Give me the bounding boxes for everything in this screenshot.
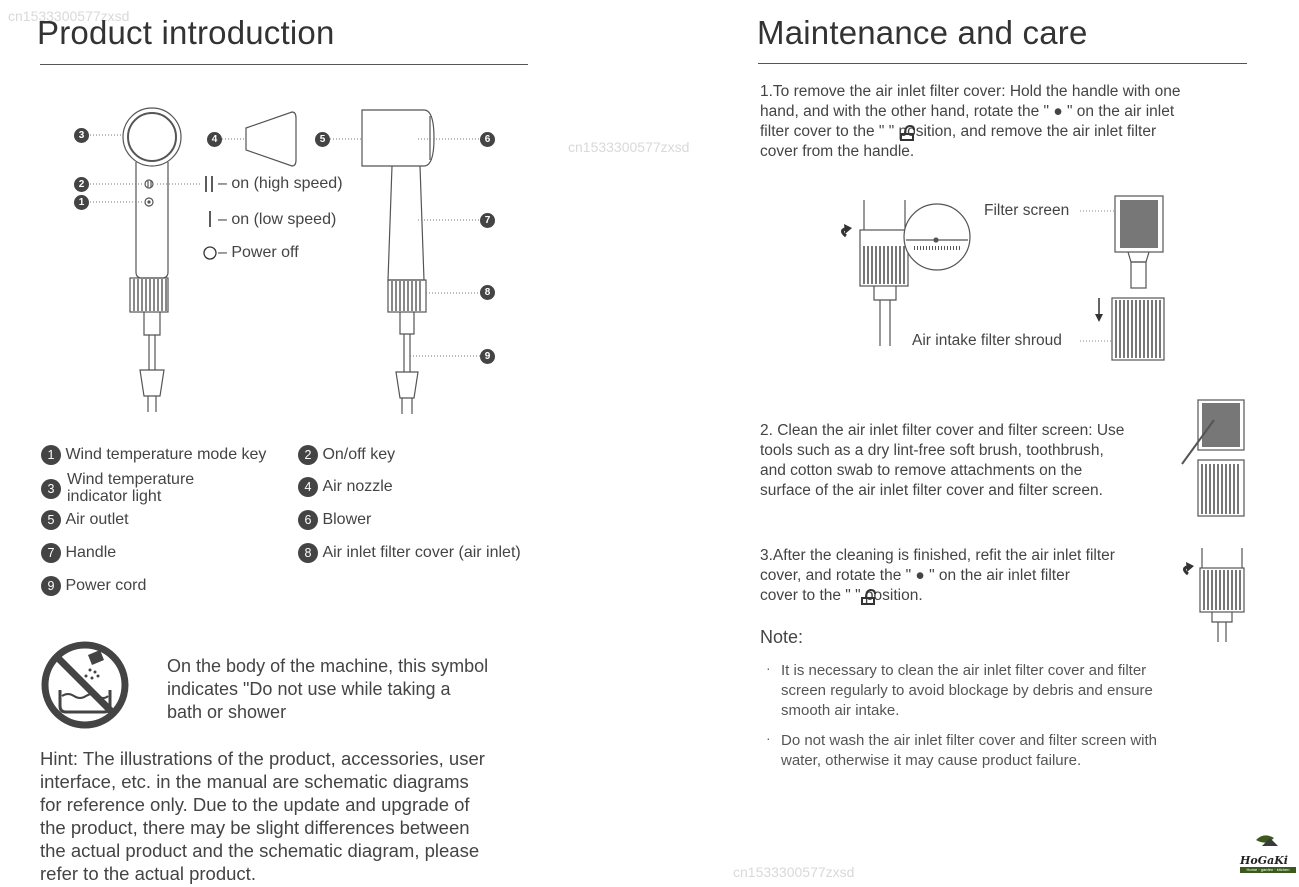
hint-line: the product, there may be slight differe… (40, 817, 470, 838)
legend-num: 3 (41, 479, 61, 499)
symbol-text-line: On the body of the machine, this symbol (167, 656, 489, 676)
step-2-line: tools such as a dry lint-free soft brush… (760, 442, 1104, 459)
callout-6: 6 (480, 132, 495, 147)
hint-line: refer to the actual product. (40, 863, 256, 884)
step-1-line: 1.To remove the air inlet filter cover: … (760, 83, 1181, 100)
legend-num: 2 (298, 445, 318, 465)
legend-label: Air nozzle (322, 478, 393, 495)
step-1-text: 1.To remove the air inlet filter cover: … (760, 82, 1180, 162)
legend-label: Air outlet (65, 511, 129, 528)
legend-item-9: 9 Power cord (41, 576, 146, 596)
callout-3: 3 (74, 128, 89, 143)
step-2-line: 2. Clean the air inlet filter cover and … (760, 422, 1125, 439)
step-2-line: surface of the air inlet filter cover an… (760, 482, 1103, 499)
nozzle-illustration (222, 111, 297, 167)
hint-line: Hint: The illustrations of the product, … (40, 748, 485, 769)
legend-label: Blower (322, 511, 372, 528)
legend-item-6: 6 Blower (298, 510, 371, 530)
callout-4: 4 (207, 132, 222, 147)
legend-item-5: 5 Air outlet (41, 510, 129, 530)
legend-label-line2: indicator light (67, 488, 162, 505)
symbol-description: On the body of the machine, this symbol … (167, 655, 488, 724)
callout-8: 8 (480, 285, 495, 300)
title-rule (758, 63, 1247, 64)
step-3-line: cover, and rotate the " ● " on the air i… (760, 567, 1070, 584)
power-off-label: – Power off (218, 244, 299, 261)
note-line: smooth air intake. (781, 702, 900, 719)
legend-num: 8 (298, 543, 318, 563)
callout-5: 5 (315, 132, 330, 147)
watermark: cn1533300577zxsd (8, 8, 130, 24)
legend-num: 4 (298, 477, 318, 497)
legend-num: 1 (41, 445, 61, 465)
page-title-left: Product introduction (37, 14, 335, 51)
step-2-text: 2. Clean the air inlet filter cover and … (760, 421, 1124, 501)
logo-tagline: Home · garden · kitchen (1240, 867, 1296, 873)
legend-label: Handle (65, 544, 117, 561)
title-rule (40, 64, 528, 65)
step-3-line: cover to the " " position. (760, 587, 923, 604)
filter-removal-illustration (841, 195, 1165, 361)
callout-2: 2 (74, 177, 89, 192)
step-3-line: 3.After the cleaning is finished, refit … (760, 547, 1115, 564)
filter-screen-label: Filter screen (984, 202, 1070, 219)
note-line: screen regularly to avoid blockage by de… (781, 682, 1153, 699)
dryer-front-illustration (90, 107, 202, 412)
speed-symbols (203, 176, 217, 260)
legend-label: Power cord (65, 577, 147, 594)
lock-position-icon (861, 588, 876, 605)
hint-line: interface, etc. in the manual are schema… (40, 771, 469, 792)
step-2-line: and cotton swab to remove attachments on… (760, 462, 1083, 479)
legend-label: Wind temperature mode key (65, 446, 267, 463)
note-line: water, otherwise it may cause product fa… (781, 752, 1082, 769)
note-item-1: It is necessary to clean the air inlet f… (781, 661, 1153, 721)
filter-refit-illustration (1183, 548, 1245, 642)
legend-label-line1: Wind temperature (67, 471, 195, 488)
dryer-side-illustration (330, 109, 480, 414)
legend-item-8: 8 Air inlet filter cover (air inlet) (298, 543, 521, 563)
legend-num: 6 (298, 510, 318, 530)
no-bath-shower-icon (41, 641, 129, 729)
note-item-2: Do not wash the air inlet filter cover a… (781, 731, 1157, 771)
callout-9: 9 (480, 349, 495, 364)
hint-line: for reference only. Due to the update an… (40, 794, 470, 815)
legend-label: On/off key (322, 446, 396, 463)
legend-item-7: 7 Handle (41, 543, 116, 563)
note-line: It is necessary to clean the air inlet f… (781, 662, 1147, 679)
symbol-text-line: indicates "Do not use while taking a (167, 679, 451, 699)
hint-line: the actual product and the schematic dia… (40, 840, 480, 861)
bullet: · (766, 730, 771, 746)
watermark: cn1533300577zxsd (733, 864, 855, 880)
speed-low-label: – on (low speed) (218, 211, 337, 228)
symbol-text-line: bath or shower (167, 702, 287, 722)
unlock-position-icon (900, 124, 915, 141)
step-1-line: hand, and with the other hand, rotate th… (760, 103, 1175, 120)
speed-high-label: – on (high speed) (218, 175, 343, 192)
filter-cleaning-illustration (1181, 399, 1245, 517)
air-intake-label: Air intake filter shroud (912, 332, 1062, 349)
callout-7: 7 (480, 213, 495, 228)
leaf-icon (1256, 835, 1278, 846)
callout-1: 1 (74, 195, 89, 210)
note-line: Do not wash the air inlet filter cover a… (781, 732, 1158, 749)
legend-item-2: 2 On/off key (298, 445, 395, 465)
legend-item-4: 4 Air nozzle (298, 477, 393, 497)
page-title-right: Maintenance and care (757, 14, 1088, 51)
legend-num: 5 (41, 510, 61, 530)
legend-item-1: 1 Wind temperature mode key (41, 445, 266, 465)
bullet: · (766, 660, 771, 676)
step-1-line: filter cover to the " " position, and re… (760, 123, 1157, 140)
hint-paragraph: Hint: The illustrations of the product, … (40, 747, 485, 885)
legend-label: Air inlet filter cover (air inlet) (322, 544, 521, 561)
legend-num: 9 (41, 576, 61, 596)
note-title: Note: (760, 627, 804, 647)
watermark: cn1533300577zxsd (568, 139, 690, 155)
legend-num: 7 (41, 543, 61, 563)
hogaki-logo: HoGaKi Home · garden · kitchen (1240, 830, 1296, 876)
step-1-line: cover from the handle. (760, 143, 915, 160)
step-3-text: 3.After the cleaning is finished, refit … (760, 546, 1115, 606)
logo-name: HoGaKi (1240, 854, 1288, 867)
